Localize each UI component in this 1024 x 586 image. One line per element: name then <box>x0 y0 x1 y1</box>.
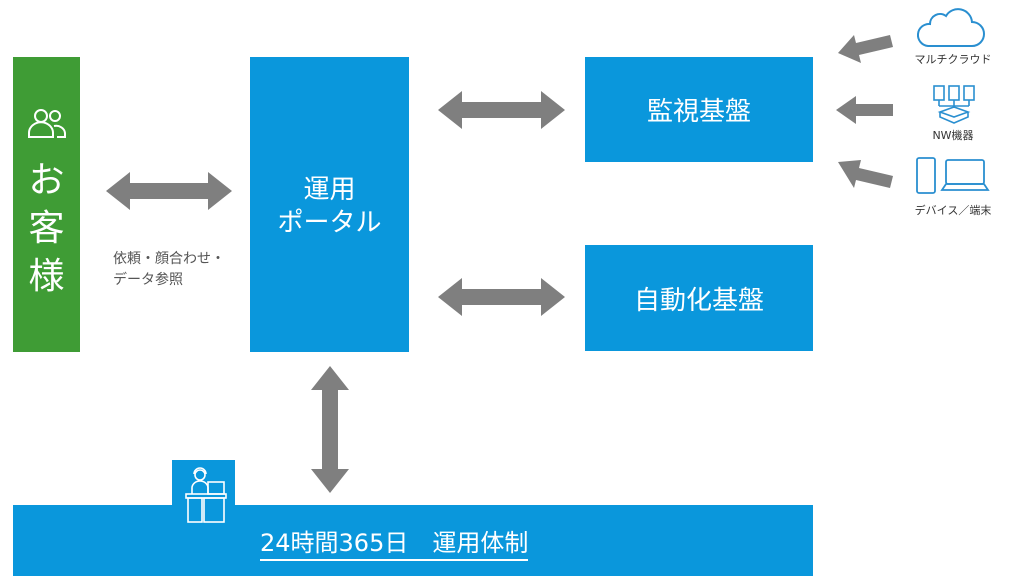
portal-automation-arrow <box>438 278 565 316</box>
customer-label: お 客 様 <box>28 160 65 297</box>
network-arrow <box>836 96 893 124</box>
monitoring-platform-box: 監視基盤 <box>585 57 813 162</box>
operator-icon-box <box>172 460 235 531</box>
customer-portal-arrow <box>106 172 232 210</box>
portal-operations-arrow <box>311 366 349 493</box>
devices-icon <box>916 157 990 194</box>
request-note: 依頼・顔合わせ・ データ参照 <box>113 251 225 288</box>
operations-portal-label: 運用 ポータル <box>277 175 382 238</box>
monitoring-platform-label: 監視基盤 <box>646 97 751 127</box>
network-device-icon <box>933 85 975 124</box>
devices-label: デバイス／端末 <box>914 204 992 217</box>
operator-icon <box>185 467 227 523</box>
operations-portal-box: 運用 ポータル <box>250 57 409 352</box>
operations-bar: 24時間365日 運用体制 <box>13 505 813 576</box>
people-icon <box>28 109 66 138</box>
cloud-arrow <box>838 35 893 63</box>
customer-box: お 客 様 <box>13 57 80 352</box>
automation-platform-label: 自動化基盤 <box>633 285 764 316</box>
cloud-icon <box>916 8 985 47</box>
portal-monitoring-arrow <box>438 91 565 129</box>
multicloud-label: マルチクラウド <box>914 53 992 66</box>
operations-label: 24時間365日 運用体制 <box>260 529 529 561</box>
network-device-label: NW機器 <box>932 129 974 142</box>
automation-platform-box: 自動化基盤 <box>585 245 813 351</box>
devices-arrow <box>838 160 893 188</box>
